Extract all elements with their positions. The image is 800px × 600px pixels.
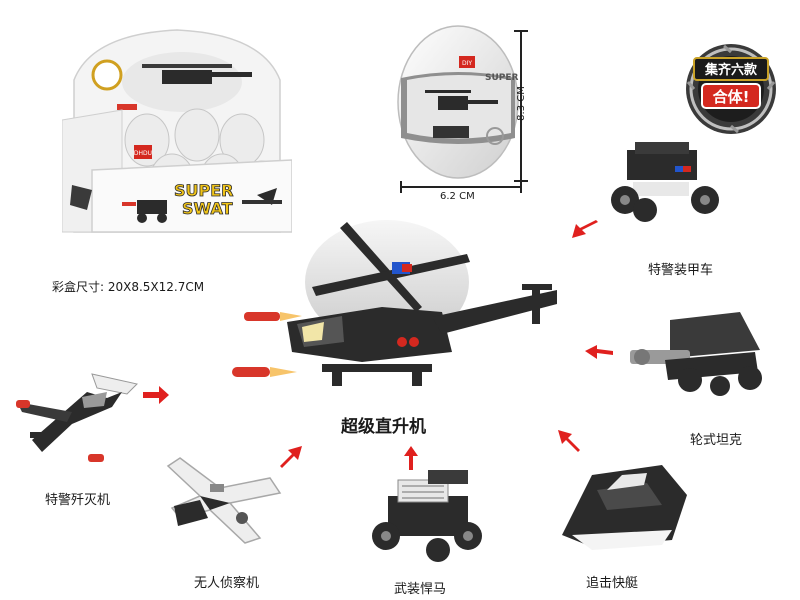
egg-capsule-image: DIY SUPER	[393, 18, 523, 198]
badge-line1: 集齐六款	[704, 62, 758, 78]
variant-speedboat-image	[552, 455, 692, 555]
box-logo-line1: SUPER	[174, 181, 234, 200]
egg-width-line	[400, 186, 522, 188]
variant-drone-name: 无人侦察机	[194, 576, 260, 591]
box-logo-line2: SWAT	[182, 199, 233, 218]
main-helicopter-image	[232, 212, 572, 402]
arrow-jet	[143, 386, 169, 404]
arrow-humvee	[402, 446, 420, 470]
arrow-wheeled-tank	[585, 343, 615, 363]
variant-armored-car-name: 特警装甲车	[648, 263, 714, 278]
badge-line2: 合体!	[712, 88, 750, 106]
egg-brand-text: SUPER	[485, 73, 519, 83]
variant-jet-name: 特警歼灭机	[45, 493, 111, 508]
arrow-armored-car	[570, 218, 600, 240]
variant-jet-image	[12, 362, 147, 472]
variant-wheeled-tank-name: 轮式坦克	[690, 433, 743, 448]
collect-badge: 集齐六款 合体!	[684, 42, 778, 136]
variant-humvee-image	[368, 466, 488, 566]
box-size-label: 彩盒尺寸: 20X8.5X12.7CM	[52, 280, 205, 294]
variant-wheeled-tank-image	[630, 300, 770, 400]
egg-badge-text: DIY	[462, 60, 472, 67]
box-brand-text: DHDU	[134, 150, 152, 157]
main-model-name: 超级直升机	[341, 417, 426, 437]
egg-width-label: 6.2 CM	[440, 191, 475, 202]
variant-humvee-name: 武装悍马	[394, 582, 447, 597]
arrow-speedboat	[556, 428, 580, 454]
variant-armored-car-image	[605, 138, 725, 228]
display-box-image: DHDU SUPER SWAT	[62, 20, 292, 245]
arrow-drone	[278, 444, 304, 468]
egg-width-cap-right	[520, 181, 522, 193]
egg-height-cap-top	[514, 30, 528, 32]
variant-drone-image	[160, 448, 290, 548]
egg-height-label: 8.3 CM	[515, 86, 527, 121]
egg-width-cap-left	[400, 181, 402, 193]
egg-height-line	[520, 30, 522, 182]
variant-speedboat-name: 追击快艇	[586, 576, 639, 591]
